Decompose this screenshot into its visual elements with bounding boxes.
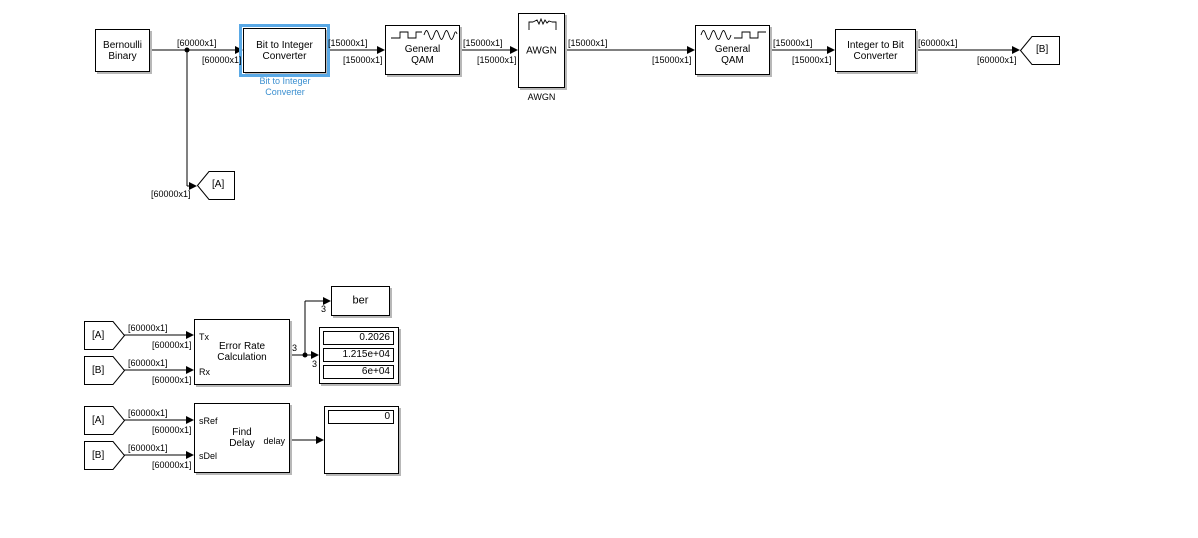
signal-dim-label: [60000x1] (151, 189, 191, 199)
delay-display-value: 0 (328, 410, 394, 424)
port-sref: sRef (199, 416, 218, 426)
noise-channel-icon (528, 18, 557, 30)
port-ber-in: 3 (321, 304, 327, 314)
awgn-block[interactable]: AWGN (518, 13, 565, 88)
find-delay-block[interactable]: Find Delay sRef sDel delay (194, 403, 290, 473)
from-tag-label: [A] (92, 415, 105, 426)
display-value-2: 6e+04 (323, 365, 394, 379)
signal-dim-label: [60000x1] (977, 55, 1017, 65)
demodulation-waveform-icon (700, 30, 766, 40)
signal-dim-label: [60000x1] (202, 55, 242, 65)
goto-tag-shape (196, 171, 235, 200)
delay-display-block[interactable]: 0 (324, 406, 399, 474)
block-label: General QAM (404, 43, 441, 66)
signal-dim-label: [15000x1] (477, 55, 517, 65)
block-label: ber (352, 294, 369, 307)
from-tag-shape (84, 321, 126, 350)
from-tag-shape (84, 356, 126, 385)
from-tag-a-1[interactable]: [A] (84, 321, 126, 350)
signal-dim-label: [15000x1] (773, 38, 813, 48)
signal-dim-label: [60000x1] (177, 38, 217, 48)
signal-dim-label: [60000x1] (128, 323, 168, 333)
signal-dim-label: [15000x1] (792, 55, 832, 65)
signal-dim-label: [60000x1] (128, 358, 168, 368)
port-rx: Rx (199, 367, 210, 377)
qam-demodulator-block[interactable]: General QAM (695, 25, 770, 75)
signal-dim-label: [60000x1] (128, 408, 168, 418)
block-label: General QAM (714, 43, 751, 66)
ber-to-workspace-block[interactable]: ber (331, 286, 390, 316)
signal-dim-label: [60000x1] (152, 460, 192, 470)
goto-tag-shape (1019, 36, 1060, 65)
block-label: Bernoulli Binary (103, 39, 142, 62)
signal-dim-label: [15000x1] (652, 55, 692, 65)
signal-dim-label: [60000x1] (152, 375, 192, 385)
signal-dim-label: [15000x1] (343, 55, 383, 65)
signal-dim-label: [60000x1] (128, 443, 168, 453)
block-label: Bit to Integer Converter (256, 39, 313, 62)
port-display-in: 3 (312, 359, 318, 369)
modulation-waveform-icon (391, 30, 458, 40)
bit-to-integer-caption: Bit to Integer Converter (259, 76, 311, 97)
from-tag-b-2[interactable]: [B] (84, 441, 126, 470)
from-tag-label: [A] (92, 330, 105, 341)
block-label: Find Delay (229, 427, 255, 449)
port-error-out: 3 (292, 343, 298, 353)
signal-dim-label: [15000x1] (328, 38, 368, 48)
signal-dim-label: [15000x1] (568, 38, 608, 48)
awgn-caption: AWGN (527, 92, 556, 102)
from-tag-shape (84, 406, 126, 435)
goto-tag-a[interactable]: [A] (196, 171, 235, 200)
error-rate-display-block[interactable]: 0.2026 1.215e+04 6e+04 (319, 327, 399, 384)
port-sdel: sDel (199, 451, 218, 461)
display-value-1: 1.215e+04 (323, 348, 394, 362)
goto-tag-label: [A] (212, 179, 225, 190)
from-tag-b-1[interactable]: [B] (84, 356, 126, 385)
from-tag-a-2[interactable]: [A] (84, 406, 126, 435)
block-label: Error Rate Calculation (217, 341, 267, 363)
bit-to-integer-block[interactable]: Bit to Integer Converter (239, 24, 330, 77)
integer-to-bit-block[interactable]: Integer to Bit Converter (835, 29, 916, 72)
block-label: Integer to Bit Converter (847, 39, 904, 62)
block-label: AWGN (526, 45, 557, 56)
bernoulli-binary-block[interactable]: Bernoulli Binary (95, 29, 150, 72)
signal-dim-label: [15000x1] (463, 38, 503, 48)
signal-dim-label: [60000x1] (152, 425, 192, 435)
from-tag-label: [B] (92, 450, 105, 461)
port-tx: Tx (199, 332, 209, 342)
qam-modulator-block[interactable]: General QAM (385, 25, 460, 75)
signal-dim-label: [60000x1] (152, 340, 192, 350)
error-rate-calculation-block[interactable]: Error Rate Calculation Tx Rx (194, 319, 290, 385)
from-tag-label: [B] (92, 365, 105, 376)
from-tag-shape (84, 441, 126, 470)
port-delay: delay (263, 436, 285, 446)
goto-tag-label: [B] (1036, 44, 1049, 55)
signal-dim-label: [60000x1] (918, 38, 958, 48)
goto-tag-b[interactable]: [B] (1019, 36, 1060, 65)
display-value-0: 0.2026 (323, 331, 394, 345)
